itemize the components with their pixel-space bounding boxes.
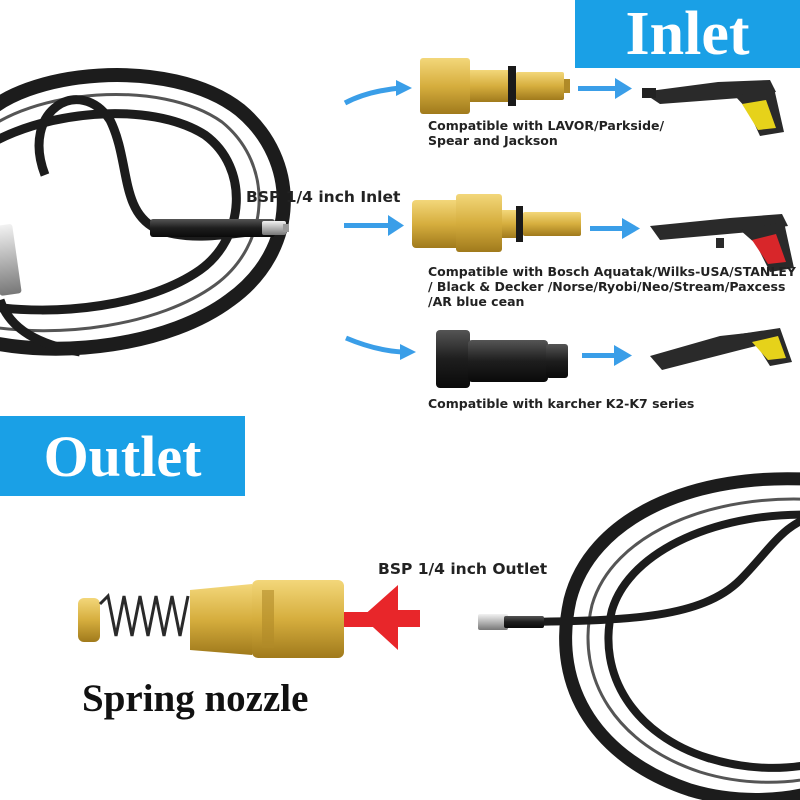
inlet-banner: Inlet: [575, 0, 800, 68]
outlet-banner: Outlet: [0, 416, 245, 496]
inlet-hose-coil: [0, 68, 291, 356]
compat-caption-line: / Black & Decker /Norse/Ryobi/Neo/Stream…: [428, 279, 786, 294]
spray-gun-2: [650, 214, 794, 272]
compat-caption-2: Compatible with Bosch Aquatak/Wilks-USA/…: [428, 264, 796, 309]
outlet-hose-coil: [529, 472, 800, 800]
compat-caption-line: Compatible with LAVOR/Parkside/: [428, 118, 665, 133]
spring-nozzle: [78, 580, 344, 658]
arrow-to-gun-1: [578, 78, 632, 99]
arrow-to-gun-3: [582, 345, 632, 366]
adapter-lavor: [420, 58, 570, 114]
arrow-to-adapter-1: [343, 80, 412, 106]
inlet-steel-fitting: [150, 219, 289, 237]
compat-caption-line: Spear and Jackson: [428, 133, 558, 148]
arrow-to-adapter-2: [344, 215, 404, 236]
adapter-bosch: [412, 194, 581, 252]
compat-caption-1: Compatible with LAVOR/Parkside/ Spear an…: [428, 118, 664, 148]
compat-caption-line: Compatible with karcher K2-K7 series: [428, 396, 695, 411]
bsp-outlet-label: BSP 1/4 inch Outlet: [378, 560, 548, 578]
spring-nozzle-label: Spring nozzle: [82, 677, 309, 720]
adapter-karcher: [436, 330, 568, 388]
compat-caption-line: Compatible with Bosch Aquatak/Wilks-USA/…: [428, 264, 796, 279]
red-arrow: [331, 585, 420, 650]
bsp-inlet-label: BSP 1/4 inch Inlet: [246, 188, 401, 206]
arrow-to-adapter-3: [345, 335, 416, 360]
spray-gun-3: [650, 328, 792, 370]
outlet-steel-fitting: [478, 614, 544, 630]
compat-caption-3: Compatible with karcher K2-K7 series: [428, 396, 694, 411]
spray-gun-1: [642, 80, 784, 136]
compat-caption-line: /AR blue cean: [428, 294, 525, 309]
arrow-to-gun-2: [590, 218, 640, 239]
inlet-side-fitting: [0, 224, 81, 357]
